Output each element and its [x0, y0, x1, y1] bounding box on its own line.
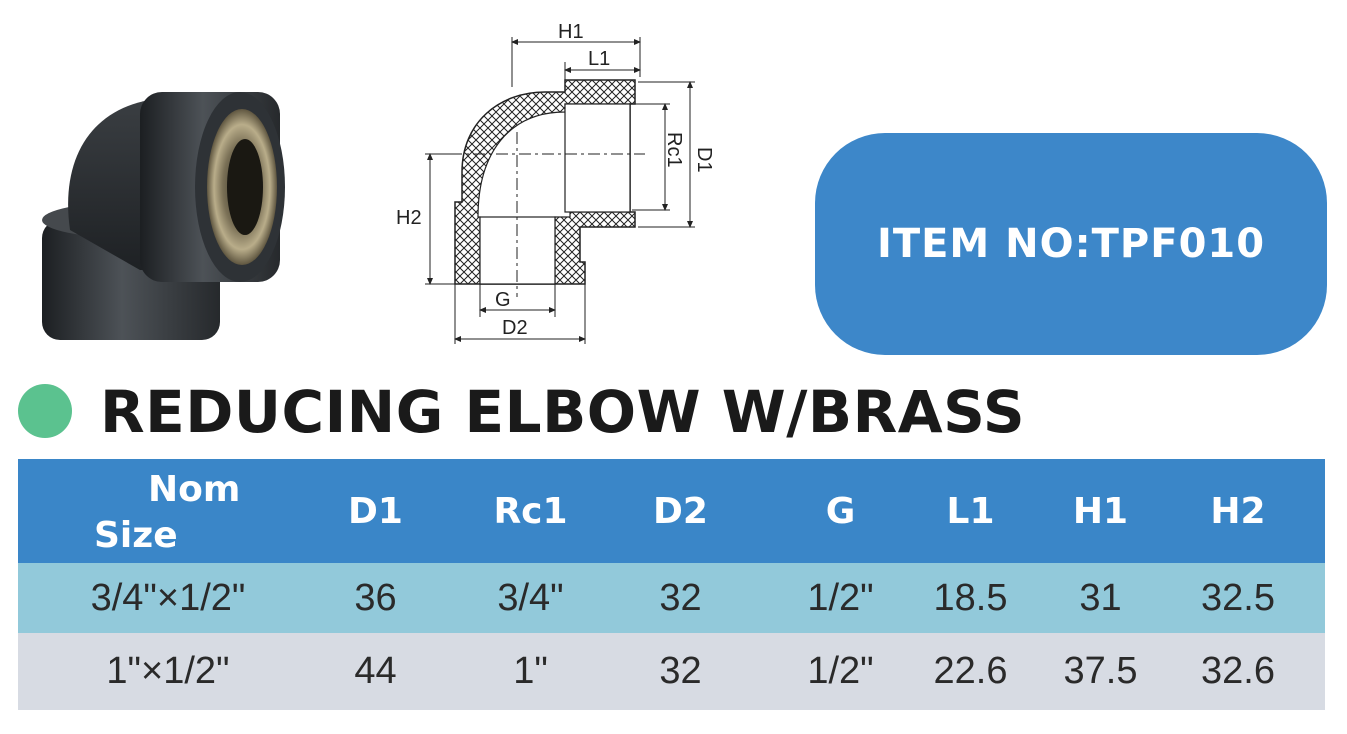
cell-d1: 36: [354, 576, 397, 619]
label-l1: L1: [588, 48, 610, 70]
cell-g: 1/2": [807, 650, 874, 692]
label-g: G: [495, 289, 511, 311]
cell-d1: 44: [354, 650, 397, 692]
header-size: Size: [94, 515, 178, 556]
label-d2: D2: [502, 317, 528, 339]
product-photo: [42, 92, 285, 340]
label-h2: H2: [396, 207, 422, 229]
header-nom-size: Nom Size: [18, 459, 318, 563]
cell-l1: 22.6: [933, 650, 1008, 692]
table-header-row: Nom Size D1 Rc1 D2 G L1 H1 H2: [18, 459, 1325, 563]
header-h2: H2: [1210, 490, 1266, 532]
cell-nom-size: 3/4"×1/2": [90, 576, 246, 619]
label-h1: H1: [558, 21, 584, 43]
cell-rc1: 1": [513, 650, 548, 692]
cell-d2: 32: [659, 576, 702, 619]
label-d1: D1: [693, 147, 715, 173]
cell-rc1: 3/4": [497, 576, 564, 619]
cell-h1: 31: [1079, 576, 1122, 619]
cell-nom-size: 1"×1/2": [106, 650, 230, 692]
cell-g: 1/2": [807, 576, 874, 619]
title-bullet-icon: [18, 384, 72, 438]
table-row: 3/4"×1/2" 36 3/4" 32 1/2" 18.5 31 32.5: [18, 563, 1325, 633]
header-d1: D1: [348, 490, 403, 532]
cell-h2: 32.6: [1201, 650, 1275, 692]
cell-l1: 18.5: [933, 576, 1008, 619]
cell-h1: 37.5: [1063, 650, 1138, 692]
cell-d2: 32: [659, 650, 702, 692]
header-g: G: [825, 490, 856, 532]
cell-h2: 32.5: [1201, 576, 1275, 619]
product-title: REDUCING ELBOW W/BRASS: [100, 378, 1026, 446]
header-nom: Nom: [148, 469, 241, 510]
header-d2: D2: [653, 490, 708, 532]
item-number: ITEM NO:TPF010: [876, 221, 1266, 267]
header-h1: H1: [1072, 490, 1129, 532]
spec-table: Nom Size D1 Rc1 D2 G L1 H1 H2 3/4"×1/2" …: [18, 459, 1325, 710]
header-l1: L1: [946, 490, 995, 532]
label-rc1: Rc1: [663, 132, 685, 168]
table-row: 1"×1/2" 44 1" 32 1/2" 22.6 37.5 32.6: [18, 633, 1325, 710]
item-number-badge: ITEM NO:TPF010: [815, 133, 1327, 355]
technical-drawing: H1 L1 D1 Rc1 H2 G D2: [396, 21, 715, 344]
header-rc1: Rc1: [493, 490, 568, 532]
